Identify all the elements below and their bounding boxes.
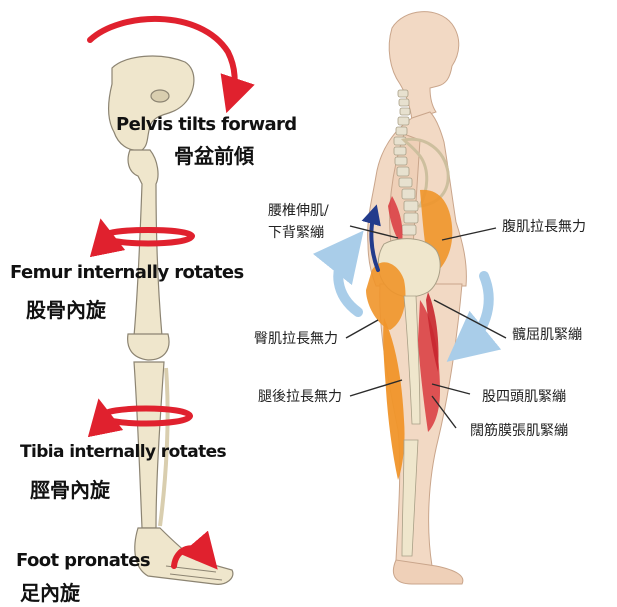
ribcage — [400, 137, 450, 208]
femur — [403, 295, 421, 425]
shin — [401, 439, 419, 557]
hamstring-muscle — [383, 318, 405, 480]
leader-lines — [345, 225, 507, 429]
knee-joint — [127, 333, 170, 361]
lumbar-extensor-muscle — [388, 196, 403, 244]
femur-label-zh: 股骨內旋 — [26, 298, 106, 322]
foot-label-zh: 足內旋 — [20, 581, 80, 605]
femur-rotation-arrow — [90, 218, 196, 258]
gluteal-label: 臀肌拉長無力 — [254, 331, 338, 347]
leg-skeleton — [107, 55, 234, 585]
pelvis-bone — [107, 55, 195, 151]
femur-label-en: Femur internally rotates — [10, 262, 244, 283]
gluteal-muscle — [366, 262, 406, 330]
tibia-label-zh: 脛骨內旋 — [30, 478, 110, 502]
tfl-label: 闊筋膜張肌緊繃 — [470, 423, 568, 439]
tfl-muscle — [426, 292, 439, 372]
blue-arrow-left — [312, 230, 364, 317]
spine — [393, 89, 419, 236]
foot — [392, 559, 464, 585]
pelvis-label-zh: 骨盆前傾 — [174, 144, 254, 168]
tilt-arrows — [312, 204, 502, 362]
standing-figure — [366, 11, 467, 585]
abdominal-label: 腹肌拉長無力 — [502, 219, 586, 235]
blue-arrow-right — [446, 271, 502, 362]
hamstring-label: 腿後拉長無力 — [258, 389, 342, 405]
pelvis-label-en: Pelvis tilts forward — [116, 114, 297, 135]
navy-arrow-back — [361, 204, 381, 272]
fibula-bone — [158, 367, 170, 527]
foot-label-en: Foot pronates — [16, 550, 151, 571]
pelvis-forward-arrow — [87, 16, 255, 114]
foot-pronation-arrow — [171, 530, 218, 570]
rotation-arrows — [87, 16, 255, 570]
quadriceps-label: 股四頭肌緊繃 — [482, 389, 566, 405]
tibia-rotation-arrow — [88, 398, 194, 438]
lumbar-extensor-label-line2: 下背緊繃 — [268, 225, 324, 241]
iliopsoas-label: 髖屈肌緊繃 — [512, 327, 582, 343]
tibia-label-en: Tibia internally rotates — [20, 442, 227, 462]
lumbar-extensor-label-line1: 腰椎伸肌/ — [268, 203, 329, 219]
